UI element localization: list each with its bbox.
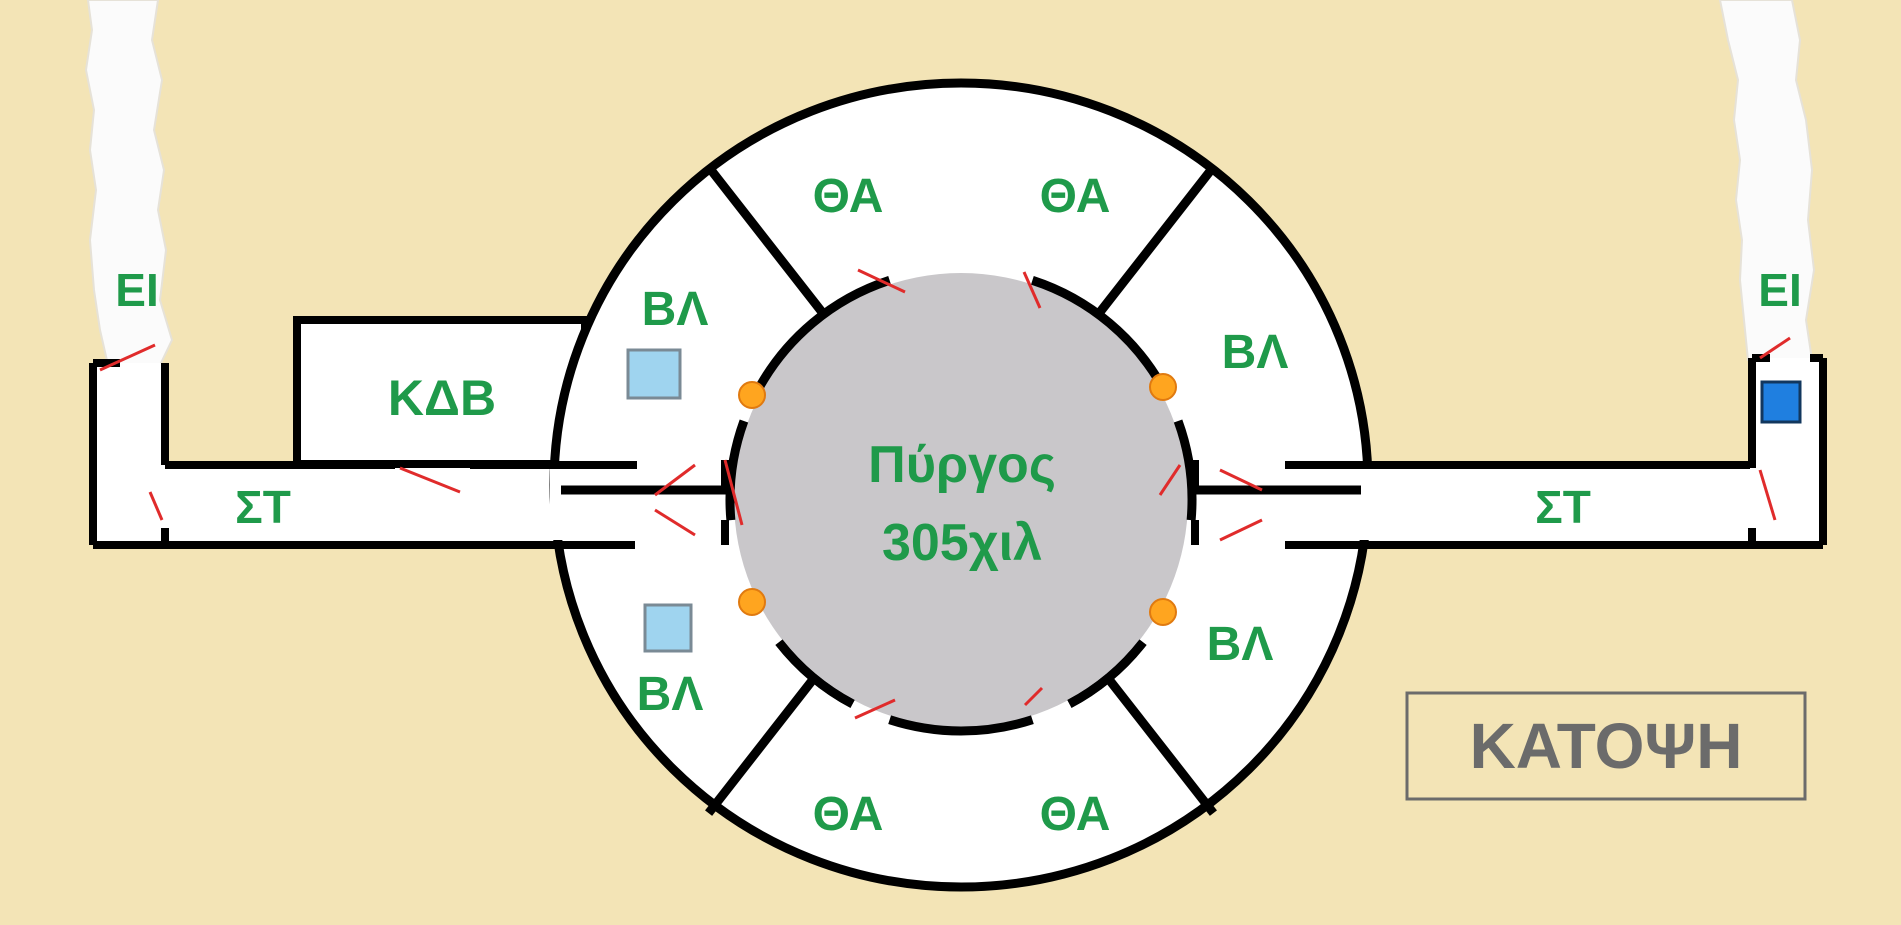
radial-wall [1095, 664, 1217, 816]
tower-wall-segment [1030, 276, 1169, 394]
radial-wall [705, 664, 827, 816]
door-icon [399, 466, 461, 494]
radial-walls [561, 164, 1361, 816]
room-label-top-right: ΘΑ [1040, 170, 1111, 223]
door-icon [99, 343, 156, 372]
door-icon [1022, 271, 1042, 309]
door-icon [1759, 336, 1791, 360]
room-label-upper-left: ΒΛ [642, 283, 709, 336]
lamps [738, 373, 1177, 626]
storage-room [293, 316, 589, 468]
corridor-right-opening [1180, 468, 1380, 540]
tower-wall-segment [753, 276, 892, 394]
tower-wall-segment [1173, 419, 1197, 521]
window-icon [626, 348, 682, 400]
tower-name-label: Πύργος [868, 436, 1056, 494]
tower-wall-segment [775, 639, 855, 708]
entrance-left-label: ΕΙ [115, 264, 158, 316]
tower-wall-segment [888, 715, 1034, 736]
door-icon [1023, 686, 1044, 707]
radial-wall [1095, 164, 1217, 316]
tower-size-label: 305χιλ [882, 514, 1042, 572]
tower-wall-segment [1067, 639, 1147, 708]
door-icon [1758, 469, 1777, 521]
door-icon [854, 698, 896, 720]
door-icon [654, 508, 696, 537]
vestibule-left-area [95, 363, 165, 468]
lamp-icon [1149, 373, 1177, 401]
entrance-right-label: ΕΙ [1758, 264, 1801, 316]
door-icon [148, 491, 164, 521]
room-label-top-left: ΘΑ [813, 170, 884, 223]
tower-wall [725, 276, 1197, 736]
room-label-lower-right: ΒΛ [1207, 618, 1274, 671]
lamp-icon [738, 381, 766, 409]
window-icon [643, 603, 693, 653]
tower-wall-segment [725, 419, 749, 521]
corridor-left-opening [550, 468, 740, 540]
corridor-left-area [95, 465, 635, 543]
room-label-bottom-right: ΘΑ [1040, 788, 1111, 841]
window-icon [1760, 380, 1802, 424]
door-icon [857, 268, 906, 294]
storage-label: ΚΔΒ [388, 370, 496, 426]
lamp-icon [738, 588, 766, 616]
tower [734, 273, 1188, 727]
corridor-right-label: ΣΤ [1535, 481, 1591, 533]
door-icon [1158, 464, 1182, 496]
room-label-lower-left: ΒΛ [637, 668, 704, 721]
room-label-bottom-left: ΘΑ [813, 788, 884, 841]
doors [99, 268, 1791, 720]
door-icon [1219, 468, 1263, 492]
corridor-left-label: ΣΤ [235, 481, 291, 533]
room-label-upper-right: ΒΛ [1222, 326, 1289, 379]
door-icon [654, 463, 696, 497]
view-title: ΚΑΤΟΨΗ [1470, 710, 1743, 782]
door-icon [1219, 518, 1263, 542]
lamp-icon [1149, 598, 1177, 626]
door-icon [723, 459, 744, 526]
view-title-box [1405, 691, 1807, 801]
corridor-walls [89, 316, 1827, 549]
radial-wall [705, 164, 827, 316]
